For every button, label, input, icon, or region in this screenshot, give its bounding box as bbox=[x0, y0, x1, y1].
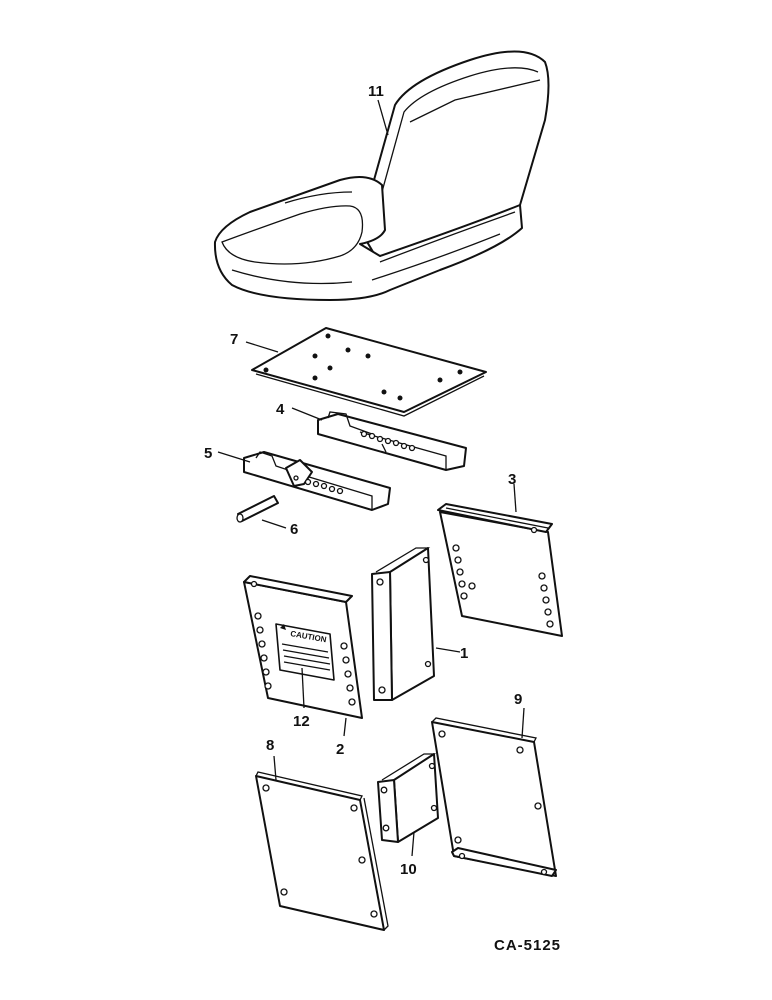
rail-part-4 bbox=[317, 411, 467, 471]
caution-decal-part-12: CAUTION bbox=[275, 623, 335, 681]
figure-code: CA-5125 bbox=[494, 937, 561, 954]
rail-part-5 bbox=[243, 451, 391, 511]
callout-10: 10 bbox=[400, 861, 417, 878]
warning-triangle-icon bbox=[280, 624, 286, 630]
bracket-part-10 bbox=[377, 753, 439, 843]
callout-1: 1 bbox=[460, 645, 468, 662]
callout-12: 12 bbox=[293, 713, 310, 730]
callout-5: 5 bbox=[204, 445, 212, 462]
callout-3: 3 bbox=[508, 471, 516, 488]
callout-6: 6 bbox=[290, 521, 298, 538]
callout-9: 9 bbox=[514, 691, 522, 708]
panel-part-8 bbox=[255, 771, 389, 931]
callout-7: 7 bbox=[230, 331, 238, 348]
plate-part-7 bbox=[251, 327, 487, 417]
callout-11: 11 bbox=[368, 83, 384, 100]
bracket-part-1 bbox=[371, 547, 435, 701]
callout-8: 8 bbox=[266, 737, 274, 754]
panel-part-9 bbox=[431, 717, 557, 877]
panel-part-3 bbox=[437, 503, 563, 637]
callout-2: 2 bbox=[336, 741, 344, 758]
callout-4: 4 bbox=[276, 401, 285, 418]
pin-part-6 bbox=[236, 495, 279, 523]
seat-part-11 bbox=[213, 50, 550, 301]
